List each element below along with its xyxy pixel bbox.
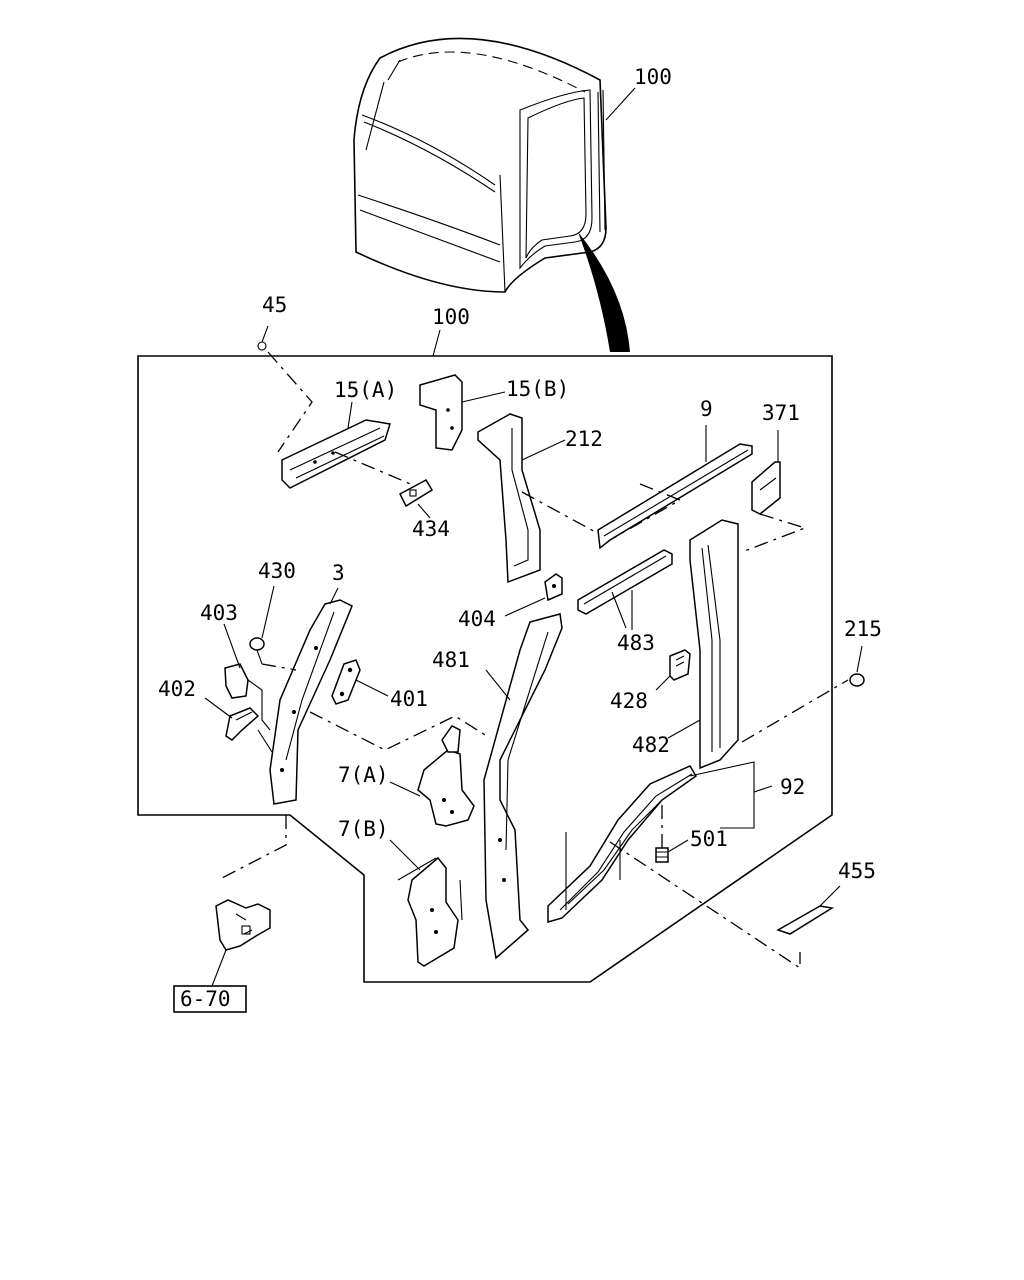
label-371: 371: [762, 401, 800, 425]
label-15a: 15(A): [334, 378, 397, 402]
part-434: [399, 479, 434, 508]
part-92: [547, 765, 698, 923]
label-402: 402: [158, 677, 196, 701]
label-7b: 7(B): [338, 817, 389, 841]
part-215: [849, 673, 865, 687]
label-482: 482: [632, 733, 670, 757]
label-403: 403: [200, 601, 238, 625]
label-212: 212: [565, 427, 603, 451]
part-455: [776, 905, 835, 935]
part-481: [483, 613, 563, 960]
label-7a: 7(A): [338, 763, 389, 787]
label-92: 92: [780, 775, 805, 799]
label-9: 9: [700, 397, 713, 421]
group-frame: [137, 355, 833, 983]
part-lower-panel: [215, 899, 271, 951]
callout-arrow: [578, 232, 630, 352]
part-430: [249, 637, 265, 665]
part-3: [269, 599, 353, 805]
label-428: 428: [610, 689, 648, 713]
part-9: [597, 443, 753, 550]
part-404: [544, 573, 563, 602]
label-501: 501: [690, 827, 728, 851]
part-7a: [417, 725, 475, 827]
part-371: [751, 461, 781, 515]
label-cab: 100: [634, 65, 672, 89]
cab-illustration: [353, 37, 607, 293]
label-483: 483: [617, 631, 655, 655]
reference-box[interactable]: [173, 985, 247, 1013]
label-481: 481: [432, 648, 470, 672]
part-15a: [281, 419, 391, 489]
label-401: 401: [390, 687, 428, 711]
part-501: [655, 847, 669, 863]
part-428: [669, 649, 691, 681]
label-434: 434: [412, 517, 450, 541]
part-7b: [397, 856, 463, 967]
label-ref[interactable]: 6-70: [180, 987, 231, 1011]
part-45: [257, 341, 267, 351]
label-15b: 15(B): [506, 377, 569, 401]
label-430: 430: [258, 559, 296, 583]
part-402: [225, 707, 260, 741]
label-455: 455: [838, 859, 876, 883]
part-401: [331, 659, 361, 705]
label-45: 45: [262, 293, 287, 317]
part-212: [477, 413, 541, 584]
part-403: [224, 663, 271, 731]
label-3: 3: [332, 561, 345, 585]
part-483: [577, 549, 673, 615]
label-frame: 100: [432, 305, 470, 329]
label-215: 215: [844, 617, 882, 641]
part-482: [689, 519, 739, 770]
part-15b: [419, 374, 463, 451]
label-404: 404: [458, 607, 496, 631]
